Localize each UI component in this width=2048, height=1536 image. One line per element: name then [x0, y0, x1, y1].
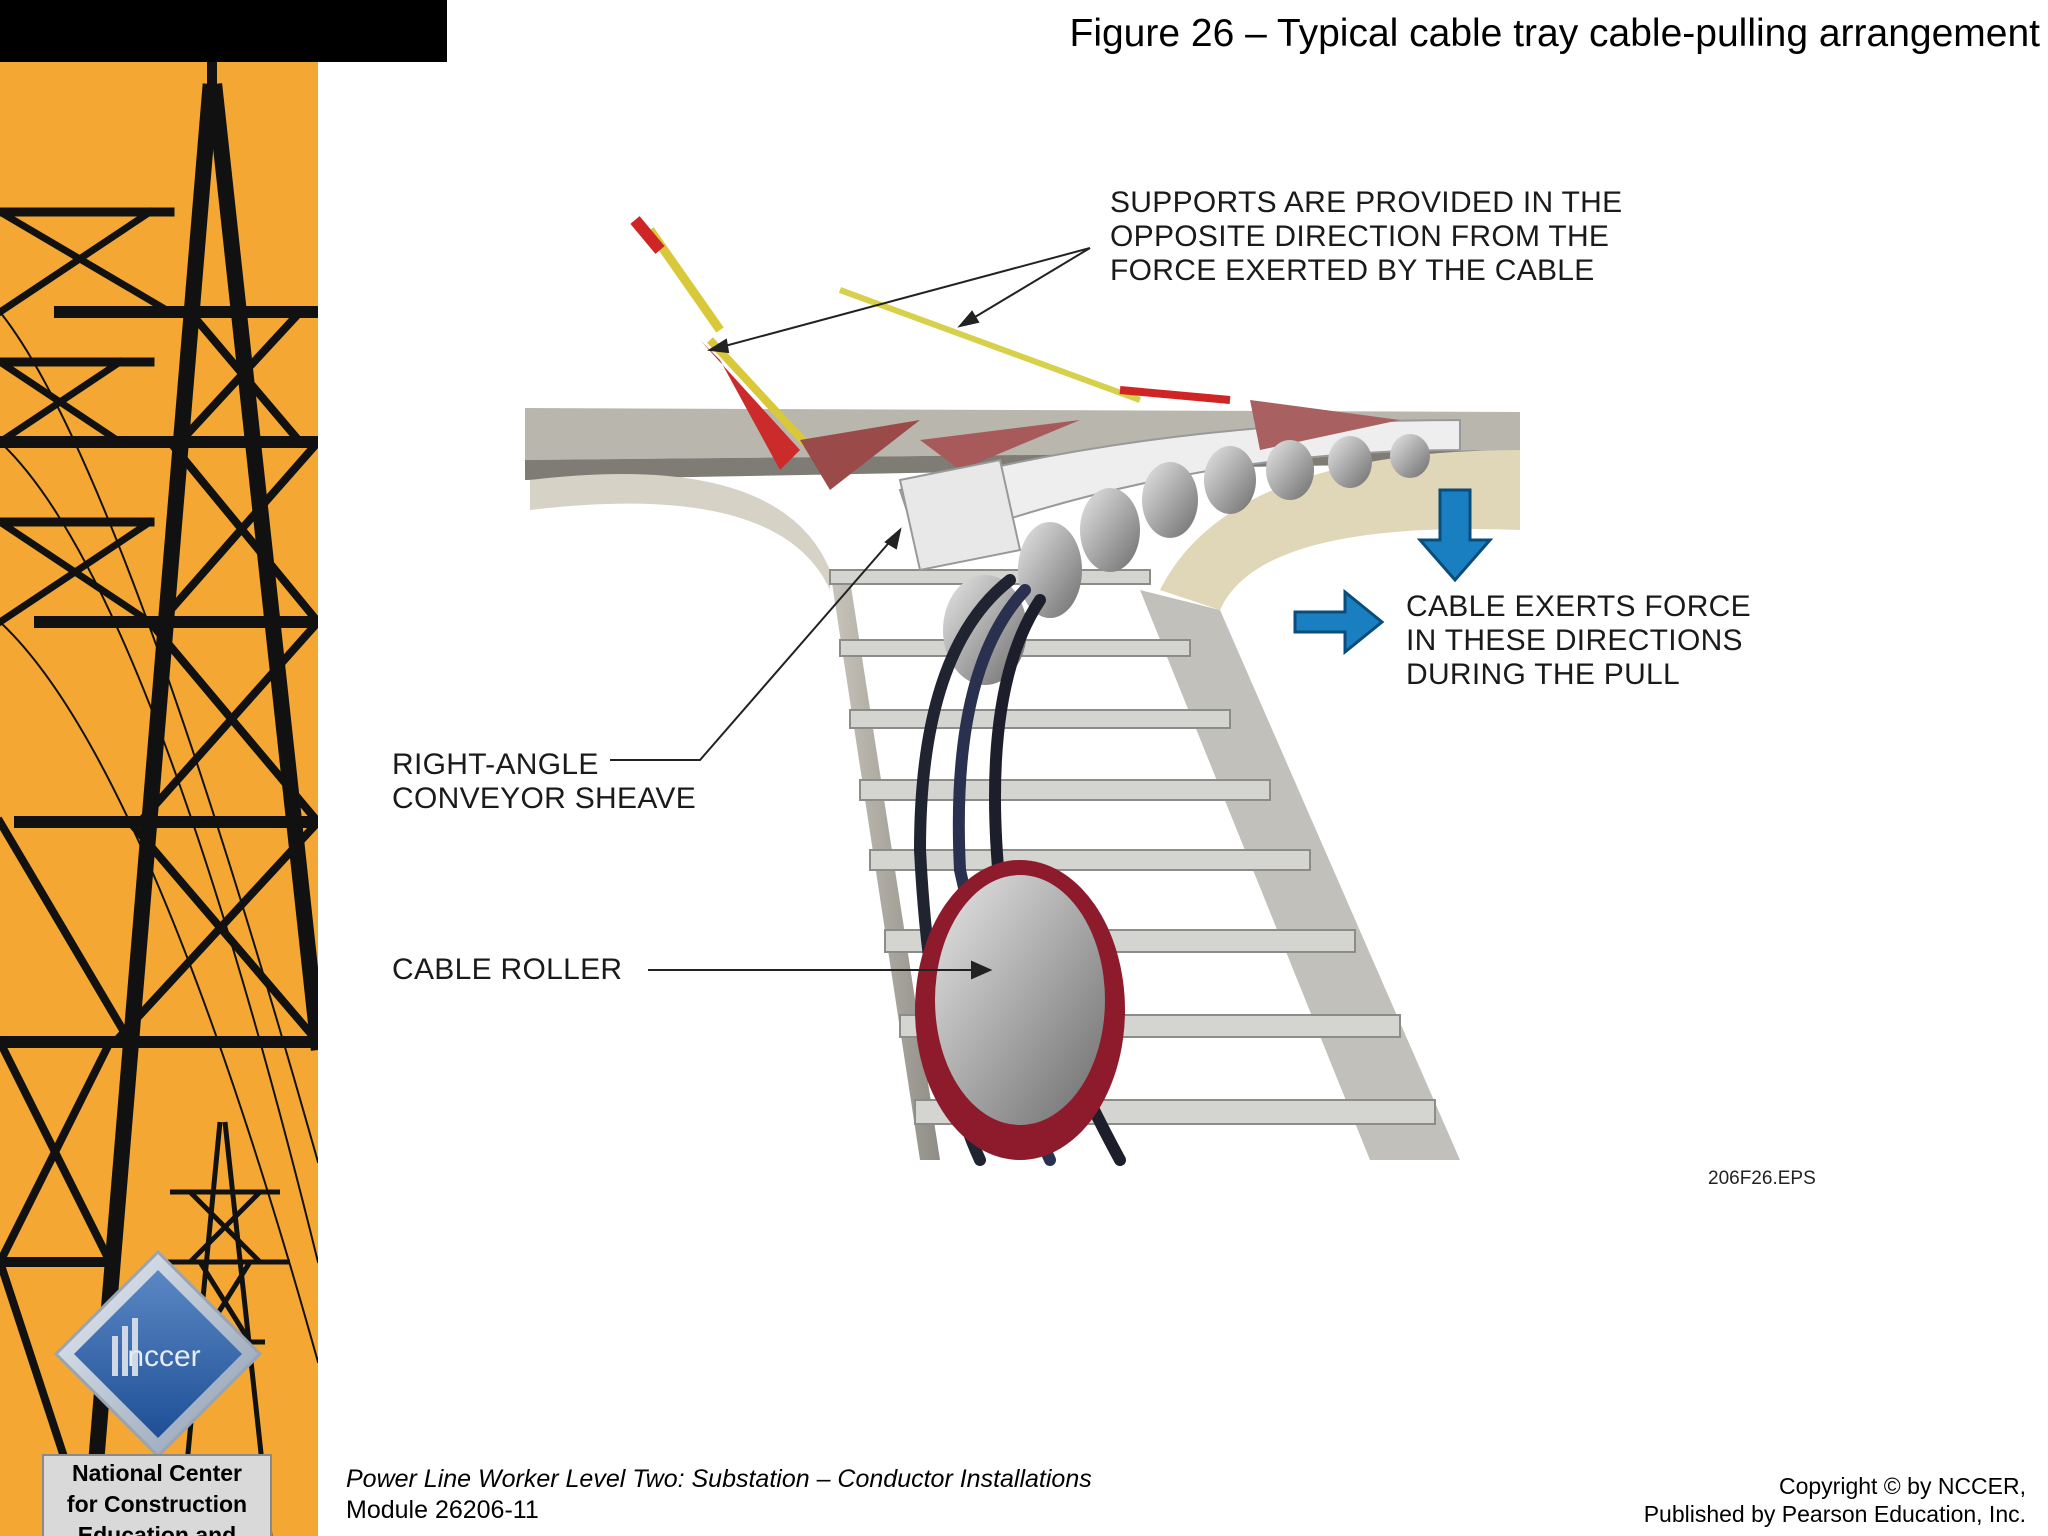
conveyor-sheave-rollers [943, 434, 1430, 685]
conveyor-sheave-frame [898, 418, 1461, 552]
figure-file-reference: 206F26.EPS [1708, 1168, 1816, 1189]
cable-tray-figure [360, 150, 1800, 1200]
footer-copyright-line: Copyright © by NCCER, [1778, 1473, 2026, 1499]
slide-title: Figure 26 – Typical cable tray cable-pul… [1069, 12, 2041, 55]
down-arrow-icon [1416, 488, 1494, 583]
tray-right-curve [1160, 450, 1520, 610]
supports-label: SUPPORTS ARE PROVIDED IN THE OPPOSITE DI… [1110, 186, 1623, 287]
org-name: National Center for Construction Educati… [66, 1460, 248, 1536]
right-angle-sheave-label: RIGHT-ANGLE CONVEYOR SHEAVE [392, 748, 697, 815]
force-directions-label: CABLE EXERTS FORCE IN THESE DIRECTIONS D… [1406, 590, 1751, 691]
footer-course-info: Power Line Worker Level Two: Substation … [346, 1464, 1092, 1526]
svg-text:nccer: nccer [127, 1340, 200, 1373]
cable-roller-label: CABLE ROLLER [392, 953, 623, 986]
footer-module-number: Module 26206-11 [346, 1496, 539, 1524]
leader-lines [610, 247, 1091, 980]
sidebar-banner: nccer National Center for Construction E… [0, 62, 318, 1536]
cable-roller [915, 860, 1125, 1160]
org-name-box: National Center for Construction Educati… [42, 1454, 272, 1536]
tray-left-curve [530, 474, 830, 590]
force-arrows [1293, 488, 1494, 656]
right-arrow-icon [1293, 588, 1385, 656]
cable-tray-illustration [525, 216, 1520, 1166]
footer-publisher-line: Published by Pearson Education, Inc. [1643, 1501, 2026, 1527]
footer-copyright: Copyright © by NCCER, Published by Pears… [1644, 1472, 2026, 1528]
footer-course-title: Power Line Worker Level Two: Substation … [346, 1465, 1092, 1493]
header-black-bar [0, 0, 447, 62]
